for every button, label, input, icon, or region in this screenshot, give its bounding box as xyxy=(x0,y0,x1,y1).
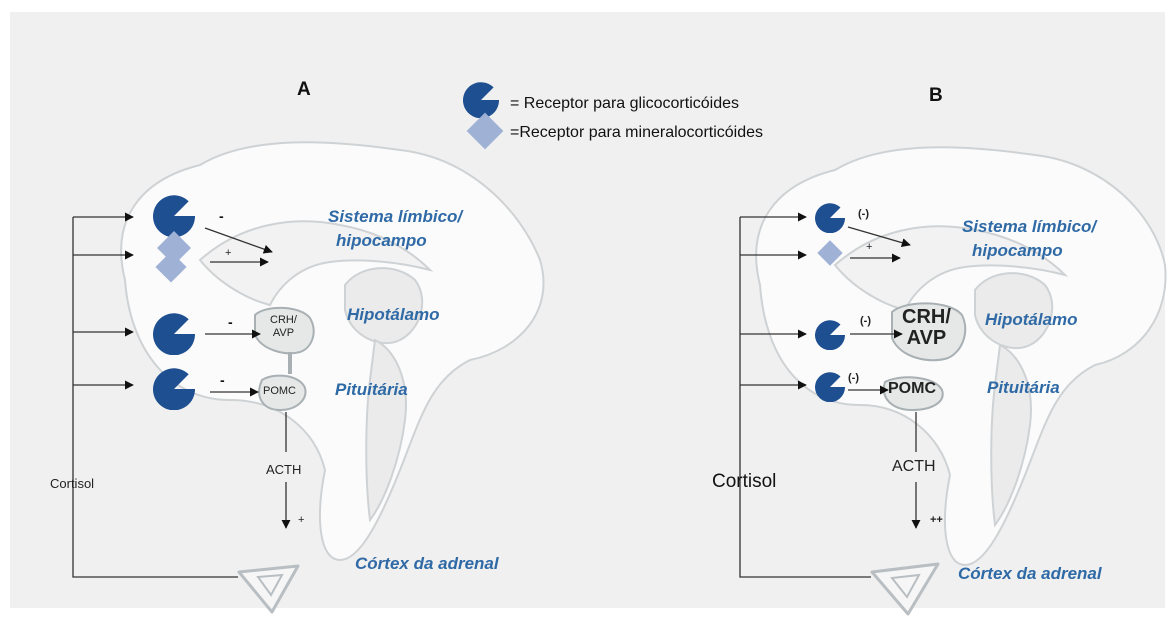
crh-avp-label-b: CRH/AVP xyxy=(902,307,951,349)
adrenal-cortex-label-a: Córtex da adrenal xyxy=(355,554,499,573)
sign-limbic-positive-a: + xyxy=(225,247,232,259)
mineralocorticoid-receptor-icon xyxy=(157,231,191,265)
mineralocorticoid-receptor-icon xyxy=(155,251,187,283)
cortisol-feedback-a xyxy=(72,212,291,578)
sign-acth-a: + xyxy=(298,514,305,526)
sign-limbic-negative-b: (-) xyxy=(858,208,869,220)
panel-label-a: A xyxy=(297,79,311,100)
legend-mineralocorticoid-icon xyxy=(466,112,504,150)
acth-label-b: ACTH xyxy=(892,458,936,475)
brain-b xyxy=(755,146,1167,567)
sign-acth-b: ++ xyxy=(930,514,943,526)
adrenal-gland-b xyxy=(870,562,940,616)
legend-mineralocorticoid-label: =Receptor para mineralocorticóides xyxy=(510,124,764,141)
crh-label-b: CRH/ xyxy=(902,306,951,328)
hypothalamus-label-a: Hipotálamo xyxy=(347,305,440,324)
cortisol-feedback-b xyxy=(739,212,921,578)
pomc-label-a: POMC xyxy=(263,385,296,397)
pituitary-label-a: Pituitária xyxy=(335,380,408,399)
sign-limbic-negative-a: - xyxy=(219,208,224,224)
hippocampus-label-a: hipocampo xyxy=(336,231,427,250)
limbic-system-label-b: Sistema límbico/ xyxy=(962,217,1097,236)
cortisol-label-b: Cortisol xyxy=(712,471,777,492)
panel-label-b: B xyxy=(929,85,943,106)
crh-avp-label-a: CRH/AVP xyxy=(270,314,297,340)
cortisol-label-a: Cortisol xyxy=(50,476,95,491)
pomc-label-b: POMC xyxy=(888,380,936,397)
pituitary-label-b: Pituitária xyxy=(987,378,1060,397)
acth-label-a: ACTH xyxy=(266,462,302,477)
mineralocorticoid-receptor-icon xyxy=(817,240,843,266)
adrenal-gland-a xyxy=(237,564,300,614)
hippocampus-label-b: hipocampo xyxy=(972,241,1063,260)
crh-label-a: CRH/ xyxy=(270,314,297,326)
sign-limbic-positive-b: + xyxy=(866,241,873,253)
sign-hypothalamus-b: (-) xyxy=(860,315,871,327)
limbic-system-label-a: Sistema límbico/ xyxy=(328,207,463,226)
avp-label-b: AVP xyxy=(906,327,947,349)
sign-hypothalamus-a: - xyxy=(228,314,233,330)
brain-a xyxy=(120,141,545,562)
legend-glucocorticoid-label: = Receptor para glicocorticóides xyxy=(510,95,740,112)
avp-label-a: AVP xyxy=(272,327,295,339)
hypothalamus-label-b: Hipotálamo xyxy=(985,310,1078,329)
sign-pituitary-b: (-) xyxy=(848,372,859,384)
sign-pituitary-a: - xyxy=(220,372,225,388)
adrenal-cortex-label-b: Córtex da adrenal xyxy=(958,564,1102,583)
